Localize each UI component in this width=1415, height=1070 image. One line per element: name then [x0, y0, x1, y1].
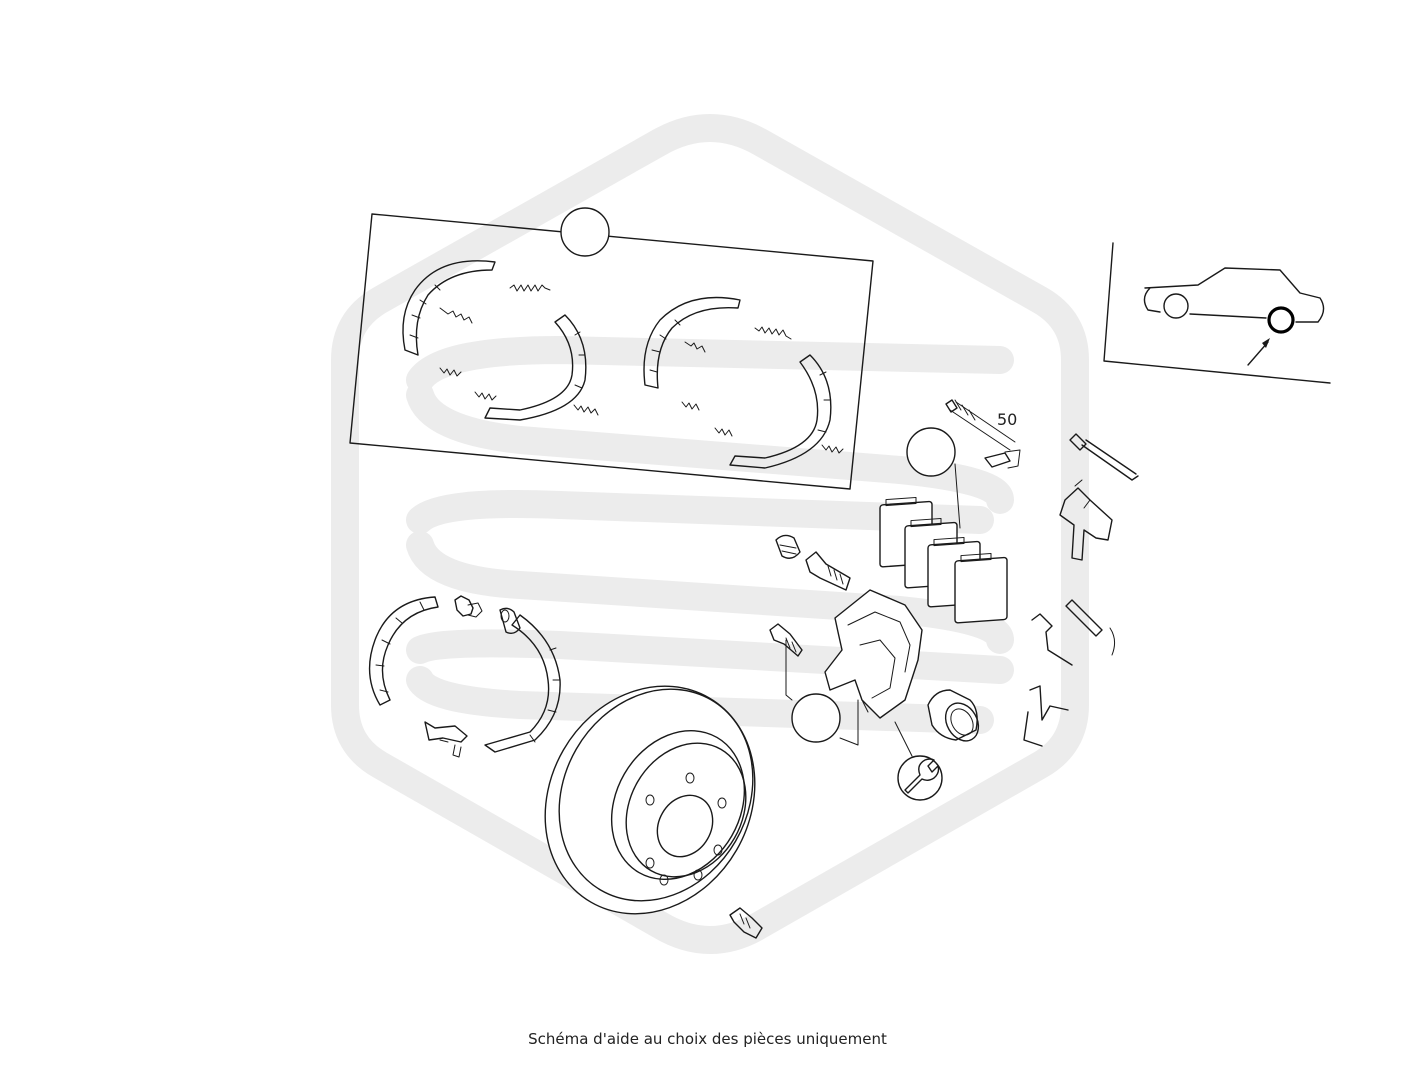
callout-circle	[906, 427, 956, 477]
anti-rattle-spring	[1059, 479, 1113, 561]
car-position-icon	[1103, 242, 1331, 384]
callout-circle	[791, 693, 841, 743]
brake-shoe-right-pair	[643, 296, 844, 469]
wrench-icon	[897, 755, 943, 801]
diagram-caption: Schéma d'aide au choix des pièces unique…	[528, 1030, 887, 1048]
callout-circle	[560, 207, 610, 257]
rear-wheel-highlight	[1267, 306, 1295, 334]
parking-shoe-kit-group	[349, 207, 874, 490]
part-number-label: 50	[997, 410, 1017, 429]
bleeder-and-bolts	[769, 534, 851, 657]
brake-caliper	[785, 589, 923, 757]
caliper-piston	[927, 689, 980, 742]
guide-pin-right	[1069, 433, 1139, 481]
pin-and-clips	[1023, 599, 1116, 747]
brake-shoe-left-pair	[402, 260, 599, 421]
pad-leader-lines	[954, 463, 961, 529]
brake-pads-set	[879, 496, 1008, 624]
disc-retaining-screw	[729, 907, 763, 939]
brake-disc-rotor	[544, 685, 756, 915]
watermark-logo	[331, 114, 1089, 954]
wear-sensor-group: 50	[906, 399, 1021, 477]
parking-brake-shoes	[368, 595, 561, 758]
